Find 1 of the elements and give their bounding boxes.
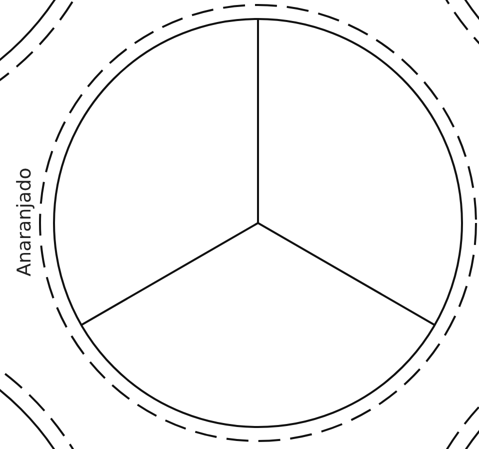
section-label: Anaranjado bbox=[12, 168, 35, 276]
